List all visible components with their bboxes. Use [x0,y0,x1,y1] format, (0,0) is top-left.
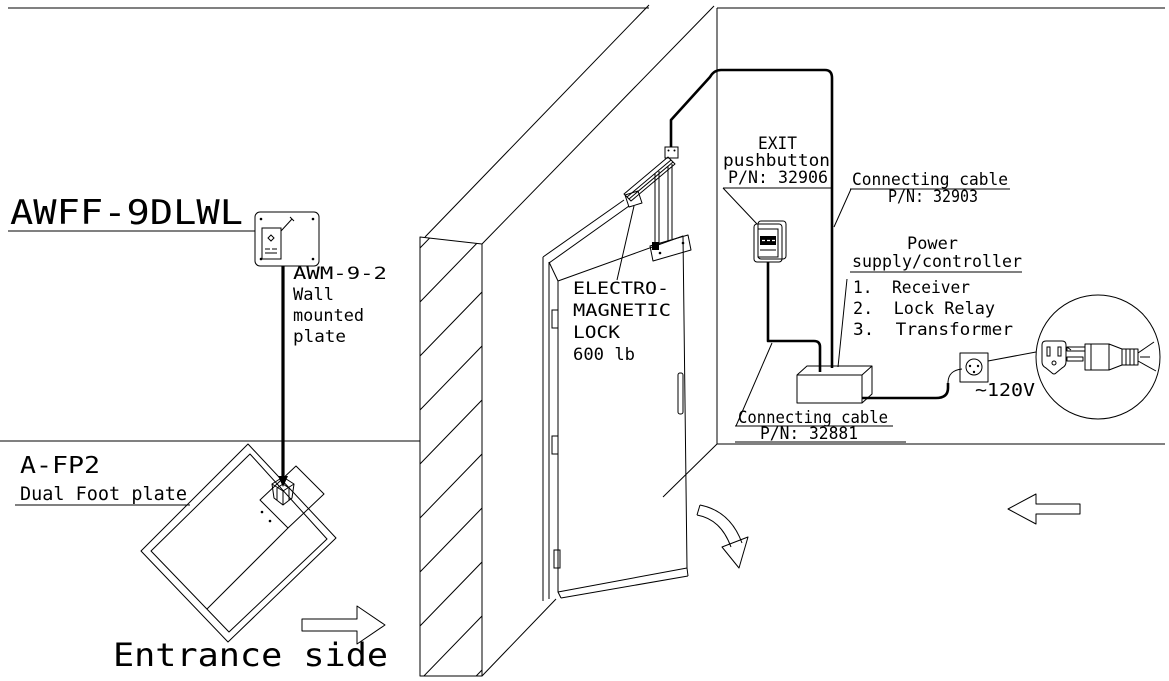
door-hinge [553,549,561,569]
maglock-leader [616,205,635,281]
wall-plate-label-2: Wall [293,285,334,305]
plate-switch[interactable] [261,227,282,260]
exit-label-leader [722,187,832,225]
lower-cable-name: Connecting cable [738,408,888,428]
lower-cable-part: P/N: 32881 [760,424,858,444]
foot-plate-outer [140,443,337,643]
plate-lever [280,216,295,232]
foot-plate-model: A-FP2 [20,453,100,479]
product-title: AWFF-9DLWL [10,193,243,233]
door-swing-arrow [696,504,749,569]
foot-plate-name: Dual Foot plate [20,483,187,505]
maglock-magnet-bar [623,156,676,202]
exit-label-3: P/N: 32906 [728,168,828,188]
power-supply-box [796,365,873,404]
wall-outlet [959,352,989,383]
plug-detail-circle [987,294,1161,420]
foot-plate [140,443,337,643]
power-supply-item-1: 1. Receiver [853,278,970,298]
power-supply-title-2: supply/controller [852,252,1022,272]
power-supply-title-1: Power [907,234,958,254]
exit-direction-arrow [1007,493,1081,525]
maglock-label-4: 600 lb [573,345,635,365]
cables [278,68,963,487]
lock-power-cable [669,68,834,368]
maglock-label-2: MAGNETIC [573,301,671,321]
door-hinge [551,309,559,329]
wall-hatching [420,237,482,676]
outlet-face-icon [1041,340,1067,375]
exit-label-1: EXIT [758,134,797,154]
door-handle [677,372,684,415]
power-supply-item-2: 2. Lock Relay [853,299,995,319]
maglock-label-1: ELECTRO- [573,279,669,299]
cable-arrowhead [278,476,288,487]
upper-cable-name: Connecting cable [852,170,1008,190]
exit-pushbutton[interactable] [753,220,787,263]
power-list-leader [837,278,848,368]
upper-cable-leader [833,188,1010,228]
maglock-label-3: LOCK [573,323,621,343]
maglock-cable-connector [664,146,679,159]
armature-plate [649,234,692,262]
maglock-assembly [623,146,692,262]
maglock-end-block [624,190,643,208]
door-assembly [542,199,689,601]
wall-plate-label-1: AWM-9-2 [293,264,387,284]
foot-plate-inner [150,453,328,633]
outlet-leader-line [987,351,1037,362]
wall-plate-label-3: mounted [293,306,364,326]
door-hinge [551,435,559,455]
foot-plate-divider [206,527,289,610]
wall-section [419,236,483,677]
power-plug-icon [1066,341,1157,372]
outlet-cord [862,383,950,400]
room-structure [0,4,1165,677]
lower-cable-leader [735,342,906,443]
exit-button-cable [766,262,822,372]
wall-plate-label-4: plate [293,327,346,347]
upper-cable-part: P/N: 32903 [888,187,978,207]
entrance-side-label: Entrance side [113,636,388,674]
leader-lines [8,187,1022,506]
power-supply-item-3: 3. Transformer [853,320,1013,340]
wall-plate-body [254,211,320,267]
entrance-arrow [301,605,386,645]
voltage-label: ~120V [975,380,1035,401]
labels: AWFF-9DLWL AWM-9-2 Wall mounted plate A-… [10,134,1035,674]
maglock-bracket [654,164,673,247]
wall-plate-switch [254,211,320,267]
exit-label-2: pushbutton [723,151,830,171]
